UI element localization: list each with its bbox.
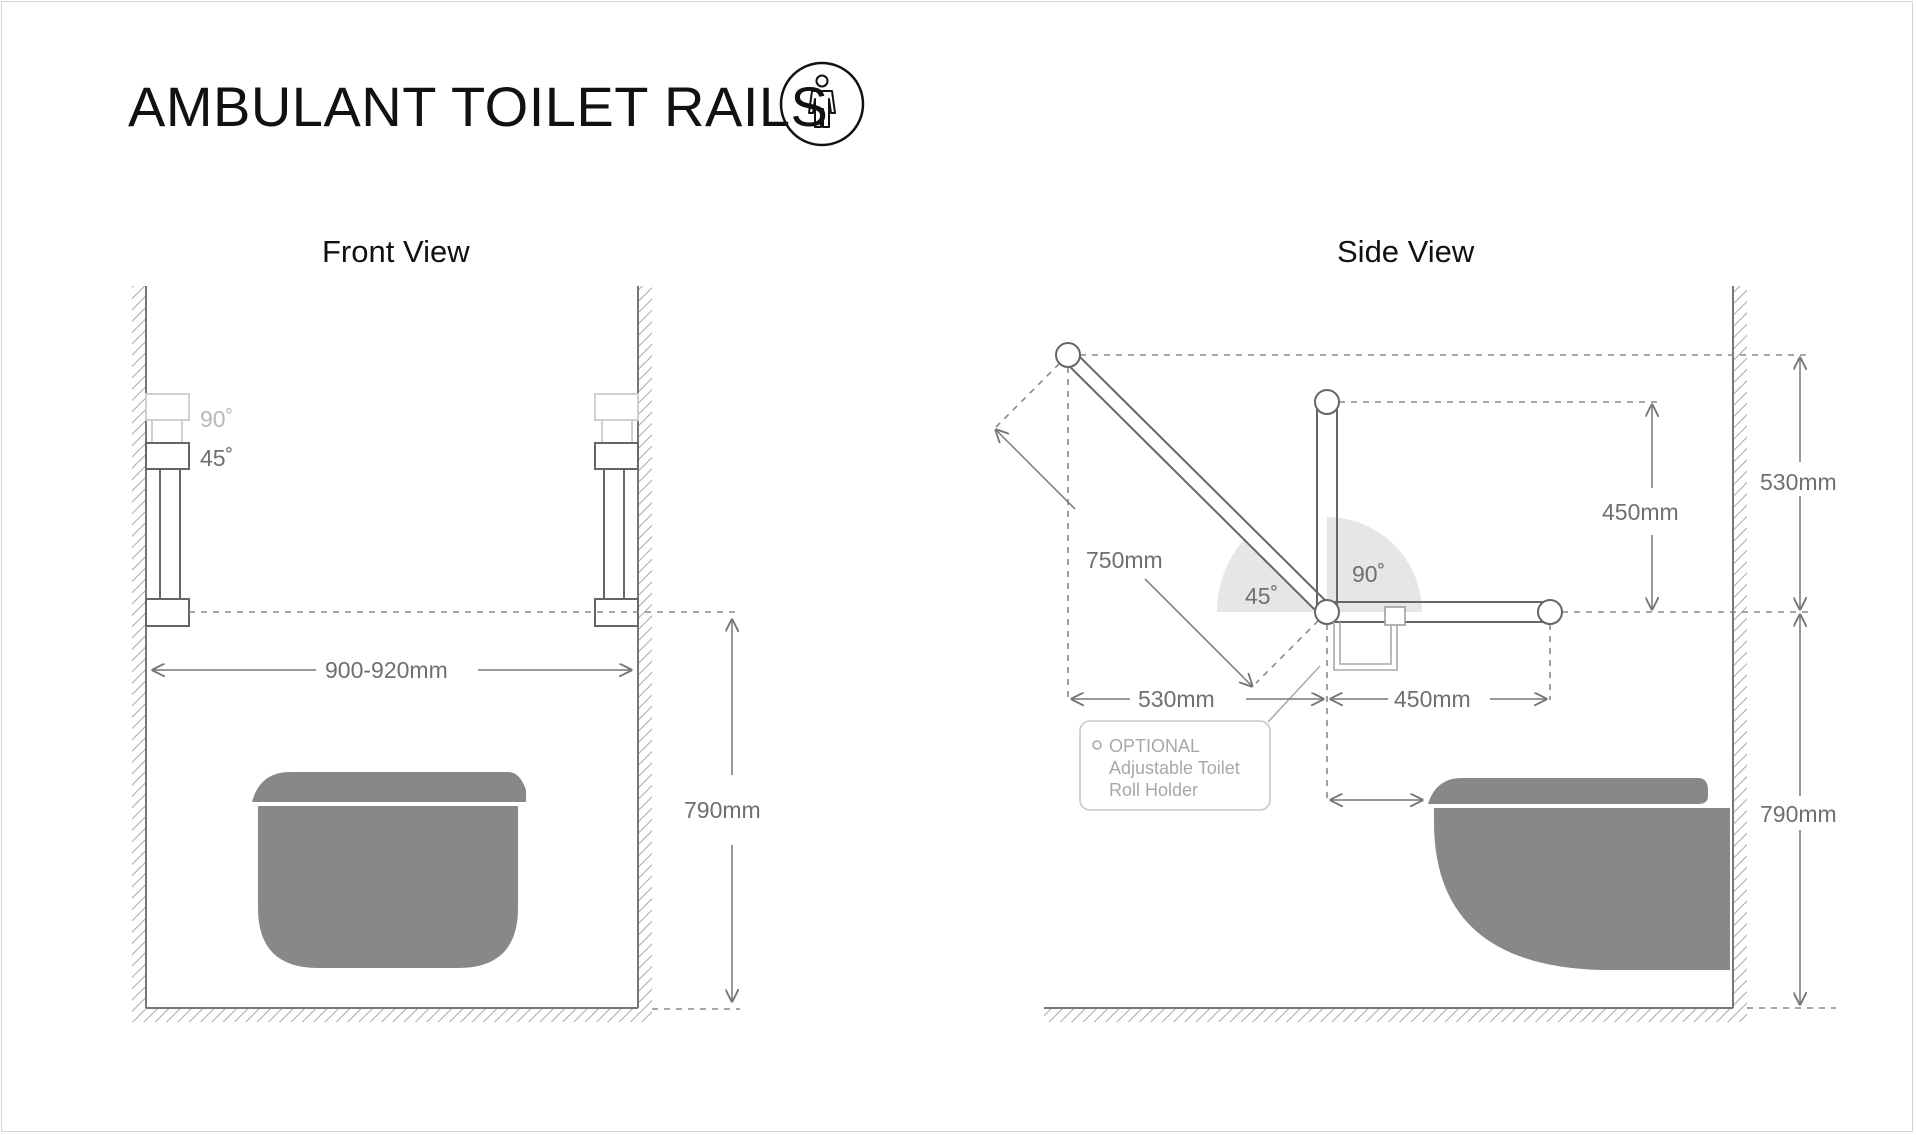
person-standing-icon bbox=[779, 61, 865, 147]
side-diagonal-rail-inner bbox=[1062, 349, 1333, 618]
front-right-bracket-45 bbox=[594, 442, 639, 470]
side-90-sector bbox=[1327, 517, 1422, 612]
side-note-line3: Roll Holder bbox=[1109, 780, 1198, 800]
front-right-bracket-90 bbox=[594, 393, 639, 421]
side-horiz-left-label: 530mm bbox=[1138, 686, 1215, 712]
side-diagonal-dimension-bottom bbox=[1144, 578, 1252, 686]
side-wall-hatch bbox=[1733, 286, 1747, 1008]
front-view-title: Front View bbox=[322, 234, 470, 269]
front-height-label: 790mm bbox=[684, 797, 761, 823]
side-roll-holder-arm bbox=[1333, 622, 1398, 671]
page-title: AMBULANT TOILET RAILS bbox=[128, 75, 829, 138]
side-diagonal-dimension-top bbox=[996, 430, 1076, 510]
side-toilet-bowl bbox=[1434, 808, 1730, 970]
side-toilet-seat bbox=[1428, 778, 1708, 804]
side-roll-holder-leader bbox=[1267, 665, 1321, 723]
side-roll-holder-mount bbox=[1384, 606, 1406, 626]
note-bullet-icon bbox=[1092, 740, 1102, 750]
side-note-line1: OPTIONAL bbox=[1109, 736, 1200, 756]
side-note-line2: Adjustable Toilet bbox=[1109, 758, 1240, 778]
side-diagonal-label: 750mm bbox=[1086, 547, 1163, 573]
front-right-rail bbox=[603, 468, 625, 600]
side-vertical-rail-label: 450mm bbox=[1602, 499, 1679, 525]
side-diagonal-end-cap bbox=[1055, 342, 1081, 368]
front-left-bracket-bottom bbox=[145, 598, 190, 627]
side-horizontal-end-cap bbox=[1537, 599, 1563, 625]
side-optional-note-box bbox=[1079, 720, 1271, 811]
front-floor-hatch bbox=[132, 1008, 652, 1022]
front-left-rail bbox=[159, 468, 181, 600]
side-angle-90-label: 90˚ bbox=[1352, 561, 1385, 587]
side-height-label: 790mm bbox=[1760, 801, 1837, 827]
front-angle-90-label: 90˚ bbox=[200, 406, 233, 432]
side-horiz-right-label: 450mm bbox=[1394, 686, 1471, 712]
side-view-title: Side View bbox=[1337, 234, 1475, 269]
front-toilet-seat bbox=[252, 772, 526, 802]
front-width-label: 900-920mm bbox=[325, 657, 448, 683]
side-angle-45-label: 45˚ bbox=[1245, 583, 1278, 609]
front-right-wall-hatch bbox=[638, 286, 652, 1008]
front-toilet-bowl bbox=[258, 806, 518, 968]
side-total-rail-label: 530mm bbox=[1760, 469, 1837, 495]
front-left-bracket-45 bbox=[145, 442, 190, 470]
front-angle-45-label: 45˚ bbox=[200, 445, 233, 471]
side-floor-hatch bbox=[1044, 1008, 1747, 1022]
front-left-wall-hatch bbox=[132, 286, 146, 1008]
front-view: 90˚ 45˚ 900-920mm 790mm bbox=[132, 286, 761, 1022]
side-vertical-end-cap bbox=[1314, 389, 1340, 415]
front-left-bracket-90 bbox=[145, 393, 190, 421]
side-joint bbox=[1314, 599, 1340, 625]
side-view: 45˚ 90˚ 750mm 450mm 530mm 790mm 530mm 45… bbox=[996, 286, 1852, 1022]
